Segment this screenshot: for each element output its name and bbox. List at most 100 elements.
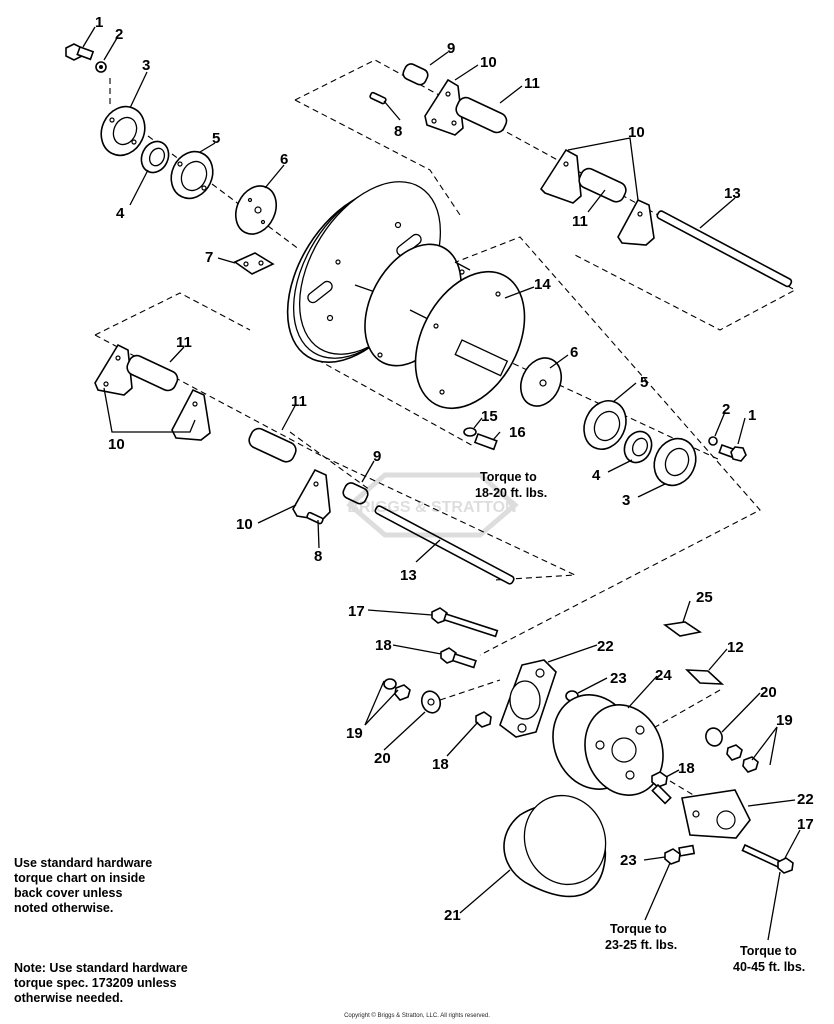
torque-23-line-2: 23-25 ft. lbs. — [605, 938, 677, 952]
note-standard-line-2: torque chart on inside — [14, 871, 146, 885]
label-25: 25 — [696, 589, 713, 606]
plate-part-6 — [234, 185, 278, 235]
label-6: 6 — [280, 151, 288, 168]
bushing-part-9 — [402, 63, 429, 86]
roll-pin-part-8 — [369, 91, 387, 105]
key-part-25 — [662, 621, 703, 637]
hub-part-24 — [552, 694, 664, 796]
bolt-part-1-right — [718, 443, 747, 462]
bracket-part-22 — [499, 659, 557, 738]
label-9-b: 9 — [373, 448, 381, 465]
label-5: 5 — [212, 130, 220, 147]
label-2-b: 2 — [722, 401, 730, 418]
hardware-part-19-right — [726, 744, 759, 773]
note-standard-line-1: Use standard hardware — [14, 856, 153, 870]
bracket-part-22-right — [681, 789, 751, 839]
label-18-c: 18 — [678, 760, 695, 777]
bolt-part-18-b — [475, 711, 492, 728]
label-1-b: 1 — [748, 407, 756, 424]
label-11-b: 11 — [572, 213, 588, 230]
flange-part-5 — [170, 150, 214, 200]
note-spec-line-2: torque spec. 173209 unless — [14, 976, 177, 990]
part-number-labels: 1 2 3 4 5 6 7 8 9 10 11 10 11 13 14 6 11… — [95, 14, 814, 924]
label-5-b: 5 — [640, 374, 648, 391]
torque-23-line-1: Torque to — [610, 922, 667, 936]
label-4: 4 — [116, 205, 125, 222]
note-spec-line-1: Note: Use standard hardware — [14, 961, 188, 975]
tube-part-11-d — [248, 427, 297, 463]
bearing-part-4 — [140, 140, 170, 174]
label-11: 11 — [524, 75, 540, 92]
label-21: 21 — [444, 907, 461, 924]
note-torque-spec: Note: Use standard hardware torque spec.… — [14, 961, 188, 1006]
hardware-part-19 — [383, 678, 411, 701]
bolt-part-17 — [431, 607, 499, 638]
tube-part-11-b — [578, 167, 627, 203]
bracket-part-10 — [424, 78, 464, 136]
bracket-part-10-b — [539, 148, 582, 204]
label-16: 16 — [509, 424, 526, 441]
label-1: 1 — [95, 14, 103, 31]
label-7: 7 — [205, 249, 213, 266]
bolt-part-18-c — [651, 771, 672, 805]
label-23-b: 23 — [620, 852, 637, 869]
roll-pin-part-8-b — [306, 511, 324, 525]
label-22-b: 22 — [797, 791, 814, 808]
label-10-d: 10 — [236, 516, 253, 533]
label-11-c: 11 — [176, 334, 192, 351]
label-15: 15 — [481, 408, 498, 425]
label-8: 8 — [394, 123, 402, 140]
tube-part-11 — [455, 96, 508, 134]
torque-17-line-1: Torque to — [740, 944, 797, 958]
label-4-b: 4 — [592, 467, 601, 484]
label-18-b: 18 — [432, 756, 449, 773]
label-22: 22 — [597, 638, 614, 655]
drive-disc-part-14 — [409, 270, 526, 410]
label-19: 19 — [346, 725, 363, 742]
label-24: 24 — [655, 667, 672, 684]
note-standard-line-3: back cover unless — [14, 886, 123, 900]
label-19-b: 19 — [776, 712, 793, 729]
bolt-part-23 — [664, 844, 696, 865]
washer-part-15 — [463, 427, 477, 437]
label-8-b: 8 — [314, 548, 322, 565]
label-3-b: 3 — [622, 492, 630, 509]
label-10-b: 10 — [628, 124, 645, 141]
bearing-part-4-right — [623, 430, 653, 464]
bolt-part-18 — [440, 647, 477, 669]
spacer-plate-part-7 — [233, 252, 275, 275]
bushing-part-9-b — [342, 482, 369, 505]
label-3: 3 — [142, 57, 150, 74]
note-spec-line-3: otherwise needed. — [14, 991, 124, 1005]
assembly-outline-upper — [294, 59, 797, 331]
screw-part-16 — [473, 432, 498, 451]
flange-part-3-right — [653, 437, 697, 487]
torque-16-line-1: Torque to — [480, 470, 537, 484]
assembly-outline-lower — [109, 78, 476, 448]
lock-washer-part-2-right — [708, 436, 718, 446]
label-23: 23 — [610, 670, 627, 687]
watermark-text: BRIGGS & STRATTON — [347, 499, 516, 516]
plate-part-6-right — [519, 357, 563, 407]
torque-16-line-2: 18-20 ft. lbs. — [475, 486, 547, 500]
label-6-b: 6 — [570, 344, 578, 361]
leader-lines — [82, 26, 801, 941]
torque-callout-16: Torque to 18-20 ft. lbs. — [475, 470, 547, 500]
washer-part-20-right — [705, 727, 723, 747]
label-10-c: 10 — [108, 436, 125, 453]
torque-17-line-2: 40-45 ft. lbs. — [733, 960, 805, 974]
torque-callout-17: Torque to 40-45 ft. lbs. — [733, 944, 805, 974]
shaft-part-13-b — [374, 505, 515, 585]
label-20: 20 — [760, 684, 777, 701]
bracket-part-10-c — [617, 198, 655, 246]
label-20-b: 20 — [374, 750, 391, 767]
tube-part-11-c — [126, 354, 179, 392]
label-12: 12 — [727, 639, 744, 656]
shaft-part-13 — [656, 210, 793, 288]
label-13: 13 — [724, 185, 741, 202]
note-standard-hardware: Use standard hardware torque chart on in… — [14, 856, 152, 916]
brand-watermark: BRIGGS & STRATTON — [346, 472, 519, 538]
label-14: 14 — [534, 276, 551, 293]
label-18: 18 — [375, 637, 392, 654]
